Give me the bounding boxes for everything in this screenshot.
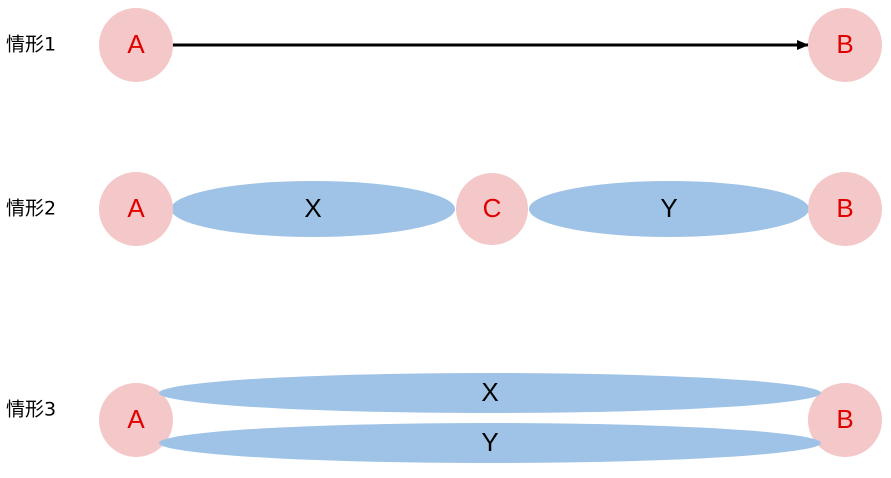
node-a-label: A xyxy=(127,29,145,59)
ellipse-y: Y xyxy=(159,423,821,463)
node-c-label: C xyxy=(483,193,502,223)
scenario-1: 情形1 A B xyxy=(6,8,882,82)
node-a: A xyxy=(99,8,173,82)
node-a-label: A xyxy=(127,193,145,223)
ellipse-y: Y xyxy=(529,181,809,237)
node-b: B xyxy=(808,8,882,82)
ellipse-x: X xyxy=(159,373,821,413)
scenario-2: 情形2 X Y A C B xyxy=(6,172,882,246)
scenario-2-label: 情形2 xyxy=(6,198,56,220)
node-b: B xyxy=(808,172,882,246)
node-a-label: A xyxy=(127,404,145,434)
scenario-1-label: 情形1 xyxy=(6,34,56,56)
node-b-label: B xyxy=(836,29,853,59)
ellipse-y-label: Y xyxy=(660,193,677,223)
scenario-3-label: 情形3 xyxy=(6,399,56,421)
node-b-label: B xyxy=(836,193,853,223)
ellipse-x: X xyxy=(171,181,455,237)
scenario-3: 情形3 A B X Y xyxy=(6,373,882,463)
ellipse-x-label: X xyxy=(481,377,498,407)
node-b-label: B xyxy=(836,404,853,434)
ellipse-x-label: X xyxy=(304,193,321,223)
node-c: C xyxy=(456,173,528,245)
ellipse-y-label: Y xyxy=(481,427,498,457)
node-a: A xyxy=(99,383,173,457)
node-a: A xyxy=(99,172,173,246)
node-b: B xyxy=(808,383,882,457)
